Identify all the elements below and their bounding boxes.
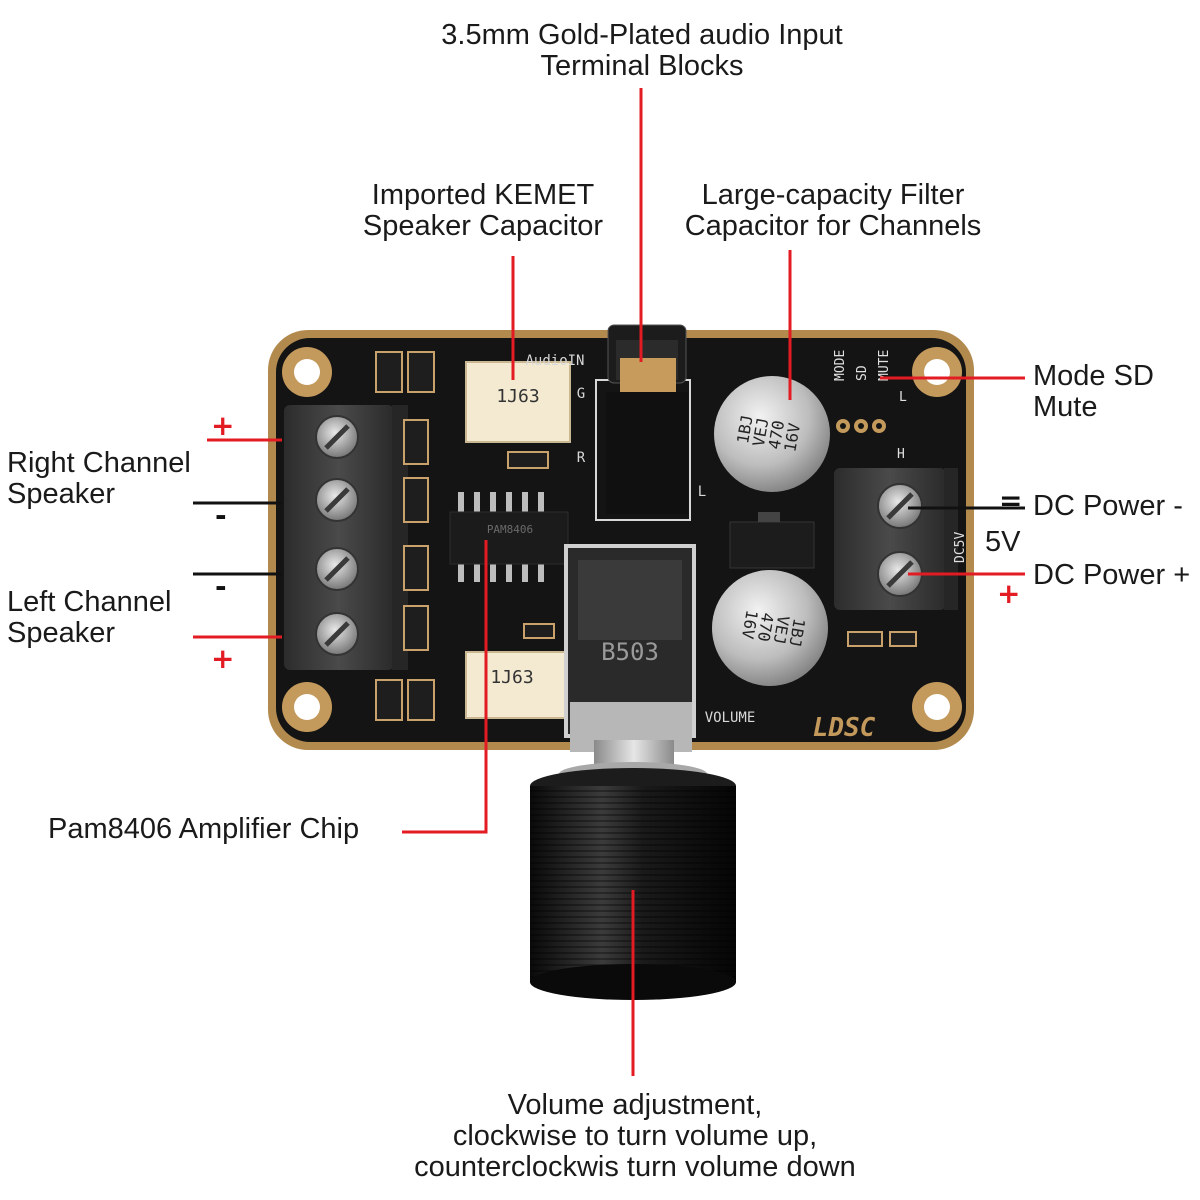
cap-code-top: 1J63 [496, 386, 539, 407]
audioin-marking: AudioIN [525, 353, 584, 369]
dc-power-terminal-block: DC5V [834, 468, 968, 610]
left-channel-label: Left Channel Speaker [7, 587, 171, 649]
g-marking: G [577, 386, 585, 402]
svg-text:1BJ: 1BJ [733, 413, 757, 445]
smd-components [375, 351, 917, 721]
svg-text:SD: SD [855, 365, 870, 381]
svg-text:16V: 16V [738, 609, 762, 641]
svg-text:VEJ: VEJ [749, 416, 773, 448]
mounting-hole [912, 682, 962, 732]
volume-label-line1: Volume adjustment, [507, 1089, 763, 1121]
left-channel-line1: Left Channel [7, 586, 172, 618]
filter-capacitor-label: Large-capacity Filter Capacitor for Chan… [663, 180, 1003, 242]
dc-plus-sign: + [997, 577, 1021, 610]
audio-input-label-line1: 3.5mm Gold-Plated audio Input [441, 19, 843, 51]
r-marking: R [577, 450, 586, 466]
dc-power-minus-label: DC Power - [1033, 490, 1183, 522]
svg-text:470: 470 [765, 419, 789, 451]
left-minus-sign: - [215, 570, 227, 603]
svg-text:VEJ: VEJ [769, 614, 793, 646]
svg-text:H: H [897, 447, 905, 462]
svg-text:1BJ: 1BJ [785, 617, 809, 649]
volume-label: Volume adjustment, clockwise to turn vol… [380, 1090, 890, 1183]
mode-label-line1: Mode SD [1033, 360, 1154, 392]
electrolytic-capacitor-top: 1BJ VEJ 470 16V [714, 376, 830, 492]
kemet-capacitor: 1J63 [465, 361, 571, 443]
mode-header: MODE SD MUTE L H [833, 350, 907, 462]
mounting-hole [282, 347, 332, 397]
svg-text:L: L [899, 390, 907, 405]
mounting-hole [282, 682, 332, 732]
kemet-label-line1: Imported KEMET [371, 179, 595, 211]
right-channel-label: Right Channel Speaker [7, 448, 191, 510]
chip-marking: PAM8406 [487, 523, 533, 536]
filter-label-line1: Large-capacity Filter [701, 179, 965, 211]
regulator-chip [729, 512, 815, 569]
kemet-capacitor-label: Imported KEMET Speaker Capacitor [333, 180, 633, 242]
audio-jack: AudioIN G R L [525, 324, 706, 521]
right-channel-line1: Right Channel [7, 447, 191, 479]
kemet-label-line2: Speaker Capacitor [362, 210, 604, 242]
dc-minus-sign: = [999, 484, 1023, 517]
l-jack-marking: L [698, 484, 706, 500]
brand-logo: LDSC [813, 713, 876, 743]
volume-marking: VOLUME [705, 710, 756, 726]
kemet-capacitor: 1J63 [465, 651, 571, 719]
volume-label-line3: counterclockwis turn volume down [414, 1151, 856, 1183]
dc5v-marking: DC5V [953, 532, 968, 563]
dc-voltage-label: 5V [985, 526, 1021, 558]
cap-code-bottom: 1J63 [490, 667, 533, 688]
right-plus-sign: + [211, 409, 235, 442]
svg-text:MUTE: MUTE [877, 350, 892, 381]
electrolytic-capacitor-bottom: 1BJ VEJ 470 16V [712, 570, 828, 686]
left-channel-line2: Speaker [7, 617, 116, 649]
right-minus-sign: - [215, 499, 227, 532]
black-leader-lines [193, 501, 1025, 576]
svg-text:MODE: MODE [833, 350, 848, 381]
leader-lines [193, 88, 1025, 1076]
mode-sd-mute-label: Mode SD Mute [1033, 361, 1154, 423]
volume-knob[interactable] [530, 740, 736, 1000]
amplifier-chip-label: Pam8406 Amplifier Chip [48, 813, 360, 845]
pot-code: B503 [601, 638, 659, 666]
audio-input-label: 3.5mm Gold-Plated audio Input Terminal B… [392, 20, 892, 82]
speaker-terminal-block [284, 405, 408, 670]
svg-text:470: 470 [754, 611, 778, 643]
mode-label-line2: Mute [1033, 391, 1098, 423]
right-channel-line2: Speaker [7, 478, 116, 510]
pam8406-chip: PAM8406 [449, 492, 569, 582]
svg-text:16V: 16V [780, 421, 804, 453]
filter-label-line2: Capacitor for Channels [684, 210, 982, 242]
audio-input-label-line2: Terminal Blocks [540, 50, 744, 82]
dc-power-plus-label: DC Power + [1033, 559, 1191, 591]
mounting-hole [912, 347, 962, 397]
left-plus-sign: + [211, 642, 235, 675]
volume-label-line2: clockwise to turn volume up, [452, 1120, 818, 1152]
potentiometer: B503 VOLUME LDSC [564, 544, 876, 752]
